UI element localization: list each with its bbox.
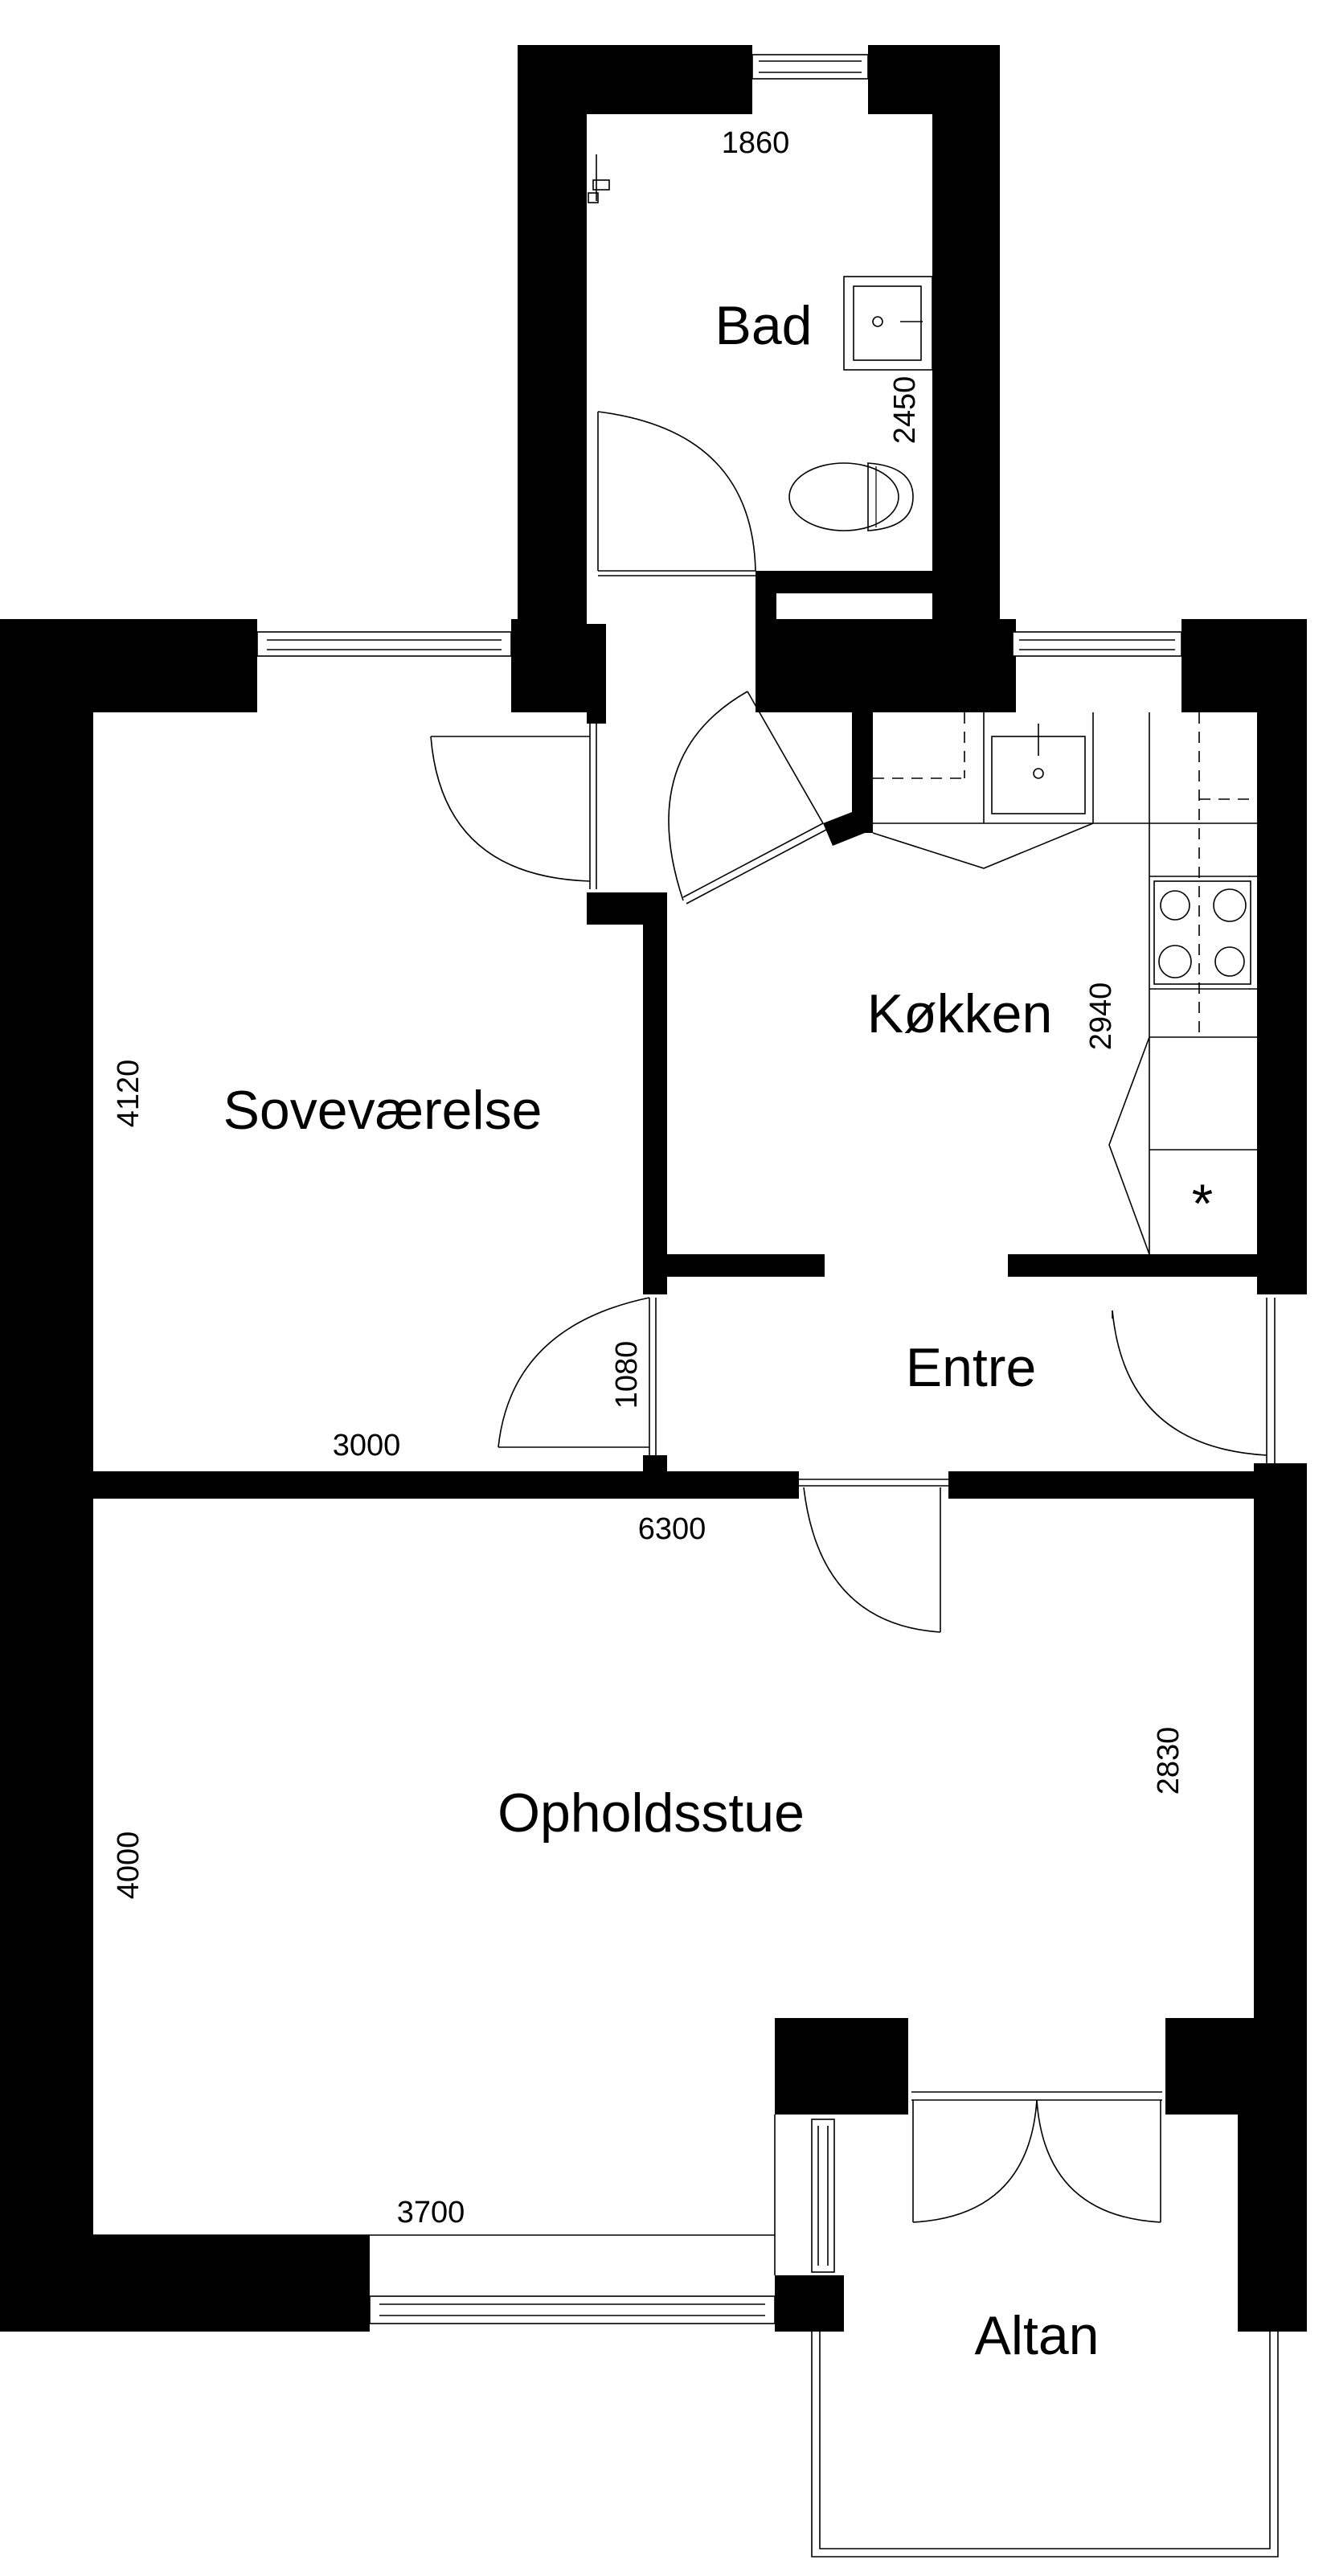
- room-label-bad: Bad: [715, 295, 813, 356]
- bedroom-door-top[interactable]: [430, 724, 597, 889]
- dim-stue-width: 3700: [397, 2196, 465, 2229]
- living-room-window: [369, 2295, 776, 2324]
- dim-koekken-length: 2940: [1084, 982, 1118, 1051]
- living-room-walls: [0, 2018, 1307, 2332]
- bedroom-window: [256, 631, 512, 657]
- bedroom-door-entre[interactable]: [498, 1297, 657, 1455]
- kitchen-walls: [823, 619, 1307, 1294]
- stove-icon: [1153, 880, 1251, 985]
- room-label-altan: Altan: [975, 2305, 1100, 2366]
- side-window: [811, 2119, 835, 2273]
- dim-sove-door: 1080: [610, 1341, 644, 1409]
- fridge-mark: *: [1192, 1173, 1213, 1234]
- entrance-door[interactable]: [1112, 1298, 1276, 1463]
- interior-walls: [93, 892, 1307, 2018]
- room-label-koekken: Køkken: [867, 983, 1053, 1044]
- bathroom-window: [751, 54, 869, 80]
- room-label-opholdsstue: Opholdsstue: [498, 1782, 805, 1844]
- bathroom-walls: [518, 45, 1000, 724]
- dim-stue-length: 4000: [112, 1832, 145, 1900]
- room-label-entre: Entre: [906, 1337, 1037, 1398]
- balcony-french-doors[interactable]: [911, 2091, 1162, 2223]
- sink-icon: [843, 276, 933, 371]
- hall-door-angled[interactable]: [668, 691, 827, 904]
- kitchen-sink-icon: [991, 724, 1086, 814]
- living-room-door[interactable]: [799, 1479, 948, 1633]
- dim-stue-right: 2830: [1152, 1727, 1186, 1795]
- room-label-sovevaerelse: Soveværelse: [223, 1080, 543, 1141]
- dim-bad-length: 2450: [888, 376, 922, 445]
- dim-bad-width: 1860: [722, 126, 790, 160]
- shower-icon: [588, 154, 610, 203]
- kitchen-window: [1012, 631, 1182, 657]
- bedroom-walls: [0, 619, 587, 2332]
- dim-sove-width: 3000: [333, 1429, 401, 1462]
- balcony-railing: [811, 2332, 1279, 2558]
- toilet-icon: [788, 462, 914, 531]
- kitchen-counter: [872, 712, 1257, 1255]
- bathroom-door[interactable]: [597, 411, 756, 576]
- dim-total-width: 6300: [638, 1512, 706, 1546]
- dim-sove-length: 4120: [112, 1060, 145, 1128]
